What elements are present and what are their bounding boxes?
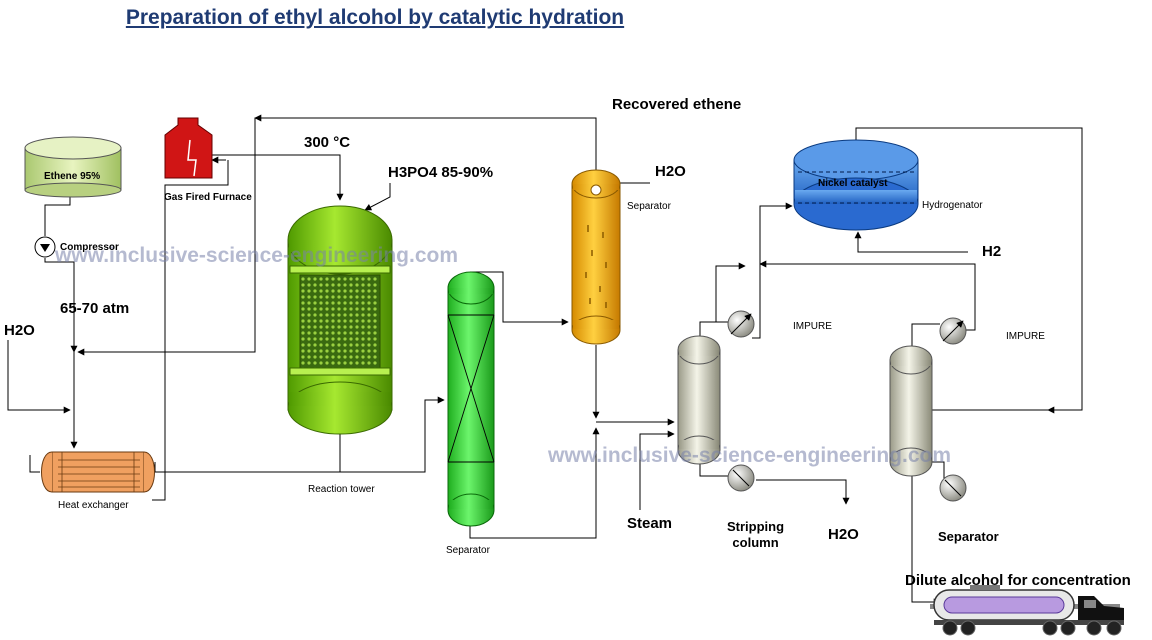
tanker-truck-icon <box>930 585 1124 636</box>
watermark: www.inclusive-science-engineering.com <box>55 244 459 267</box>
furnace-label: Gas Fired Furnace <box>164 192 252 203</box>
watermark: www.inclusive-science-engineering.com <box>548 444 952 467</box>
impure-label-1: IMPURE <box>793 321 832 332</box>
condenser-icon <box>727 310 755 338</box>
ethene-storage-tank <box>24 136 122 198</box>
reboiler-icon <box>939 474 967 502</box>
nickel-catalyst-label: Nickel catalyst <box>818 178 888 189</box>
h2o-bottom-label: H2O <box>828 526 859 543</box>
reaction-tower-label: Reaction tower <box>308 484 375 495</box>
temperature-label: 300 °C <box>304 134 351 151</box>
steam-label: Steam <box>627 515 673 532</box>
separator-column-right <box>889 345 933 477</box>
h2o-top-label: H2O <box>655 163 686 180</box>
hydrogenator <box>793 139 919 231</box>
pressure-label: 65-70 atm <box>60 300 130 317</box>
page-title: Preparation of ethyl alcohol by catalyti… <box>125 6 625 29</box>
heat-exchanger-icon <box>41 451 155 493</box>
h2o-left-label: H2O <box>4 322 35 339</box>
separator-green-label: Separator <box>446 545 490 556</box>
reaction-tower <box>287 205 393 435</box>
stripping-column <box>677 335 721 465</box>
stripping-column-label: Stripping column <box>727 519 785 550</box>
acid-label: H3PO4 85-90% <box>388 164 494 181</box>
condenser-icon <box>939 317 967 345</box>
hydrogenator-label: Hydrogenator <box>922 200 983 211</box>
separator-right-label: Separator <box>938 529 999 544</box>
compressor-icon <box>34 236 56 258</box>
dilute-alcohol-label: Dilute alcohol for concentration <box>905 572 1131 589</box>
compressor-label: Compressor <box>60 242 119 253</box>
separator-green <box>447 271 495 527</box>
separator-orange-label: Separator <box>627 201 671 212</box>
recovered-ethene-label: Recovered ethene <box>612 96 742 113</box>
gas-fired-furnace-icon <box>164 117 213 179</box>
separator-orange <box>571 169 621 345</box>
reboiler-icon <box>727 464 755 492</box>
impure-label-2: IMPURE <box>1006 331 1045 342</box>
h2-label: H2 <box>982 243 1002 260</box>
heat-exchanger-label: Heat exchanger <box>58 500 129 511</box>
ethene-tank-label: Ethene 95% <box>44 171 101 182</box>
pipes <box>7 114 1083 606</box>
